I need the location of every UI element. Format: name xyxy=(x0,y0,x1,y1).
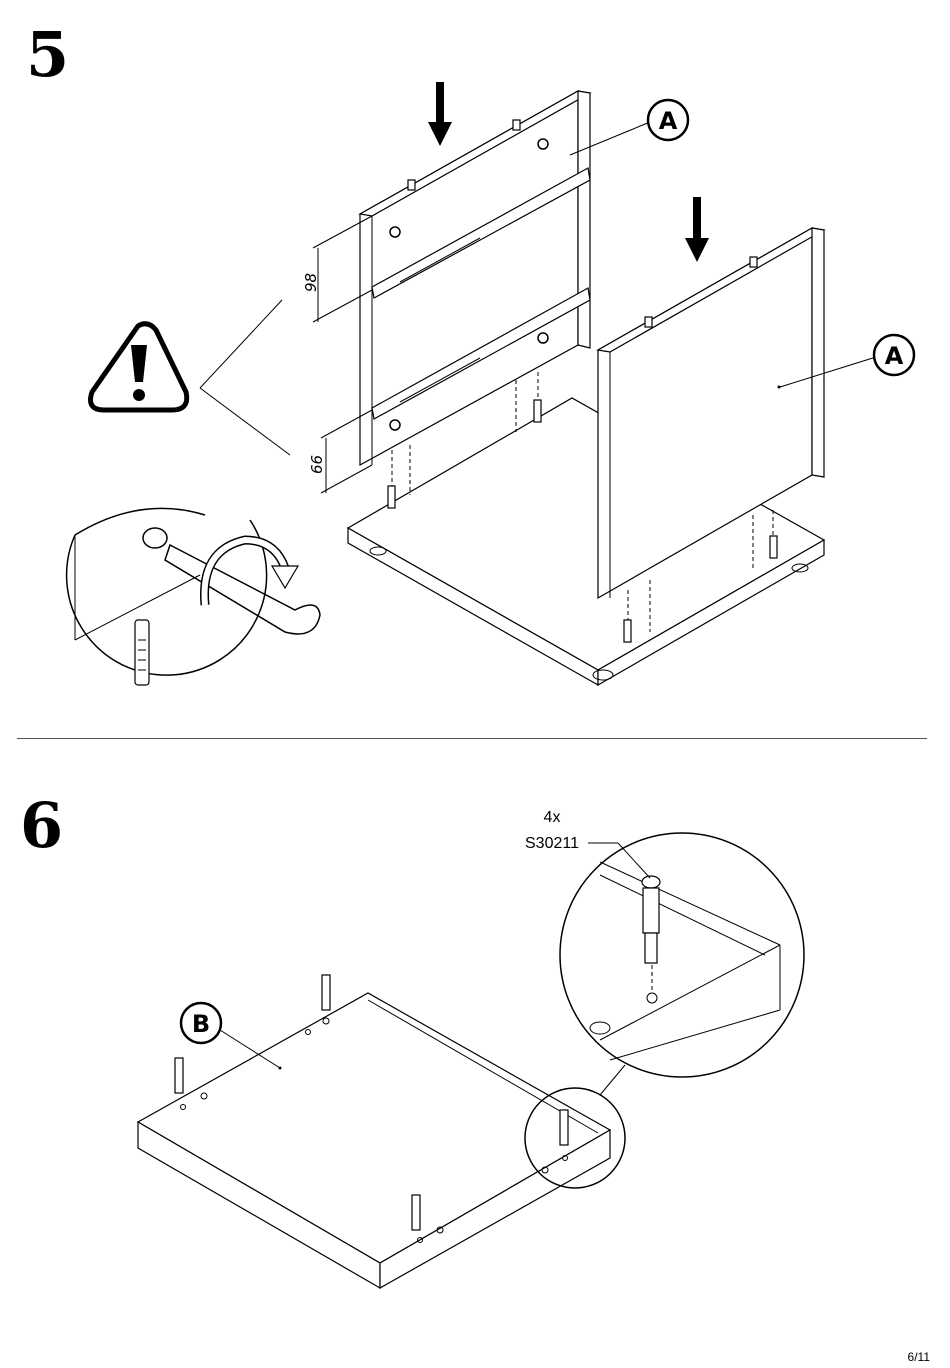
down-arrow-icon xyxy=(685,197,709,262)
dimension-lines xyxy=(200,216,372,493)
step6-drawing: B 4x S30211 xyxy=(138,809,804,1288)
down-arrow-icon xyxy=(428,82,452,146)
svg-text:A: A xyxy=(885,342,904,370)
quantity-label: 4x xyxy=(544,809,561,826)
step5-drawing: 98 66 A A xyxy=(67,82,914,685)
dimension-98: 98 xyxy=(302,273,320,292)
svg-text:B: B xyxy=(192,1010,210,1038)
cam-bolt-icon xyxy=(135,620,149,685)
dimension-66: 66 xyxy=(308,455,326,474)
part-label-b: B xyxy=(181,1003,280,1068)
svg-text:A: A xyxy=(659,107,678,135)
zoom-detail xyxy=(560,833,804,1077)
rotate-arrow-icon xyxy=(205,540,299,605)
cam-bolt-icon xyxy=(642,876,660,963)
warning-icon xyxy=(91,324,187,410)
part-code-label: S30211 xyxy=(525,835,579,852)
detail-screwdriver xyxy=(67,508,320,685)
